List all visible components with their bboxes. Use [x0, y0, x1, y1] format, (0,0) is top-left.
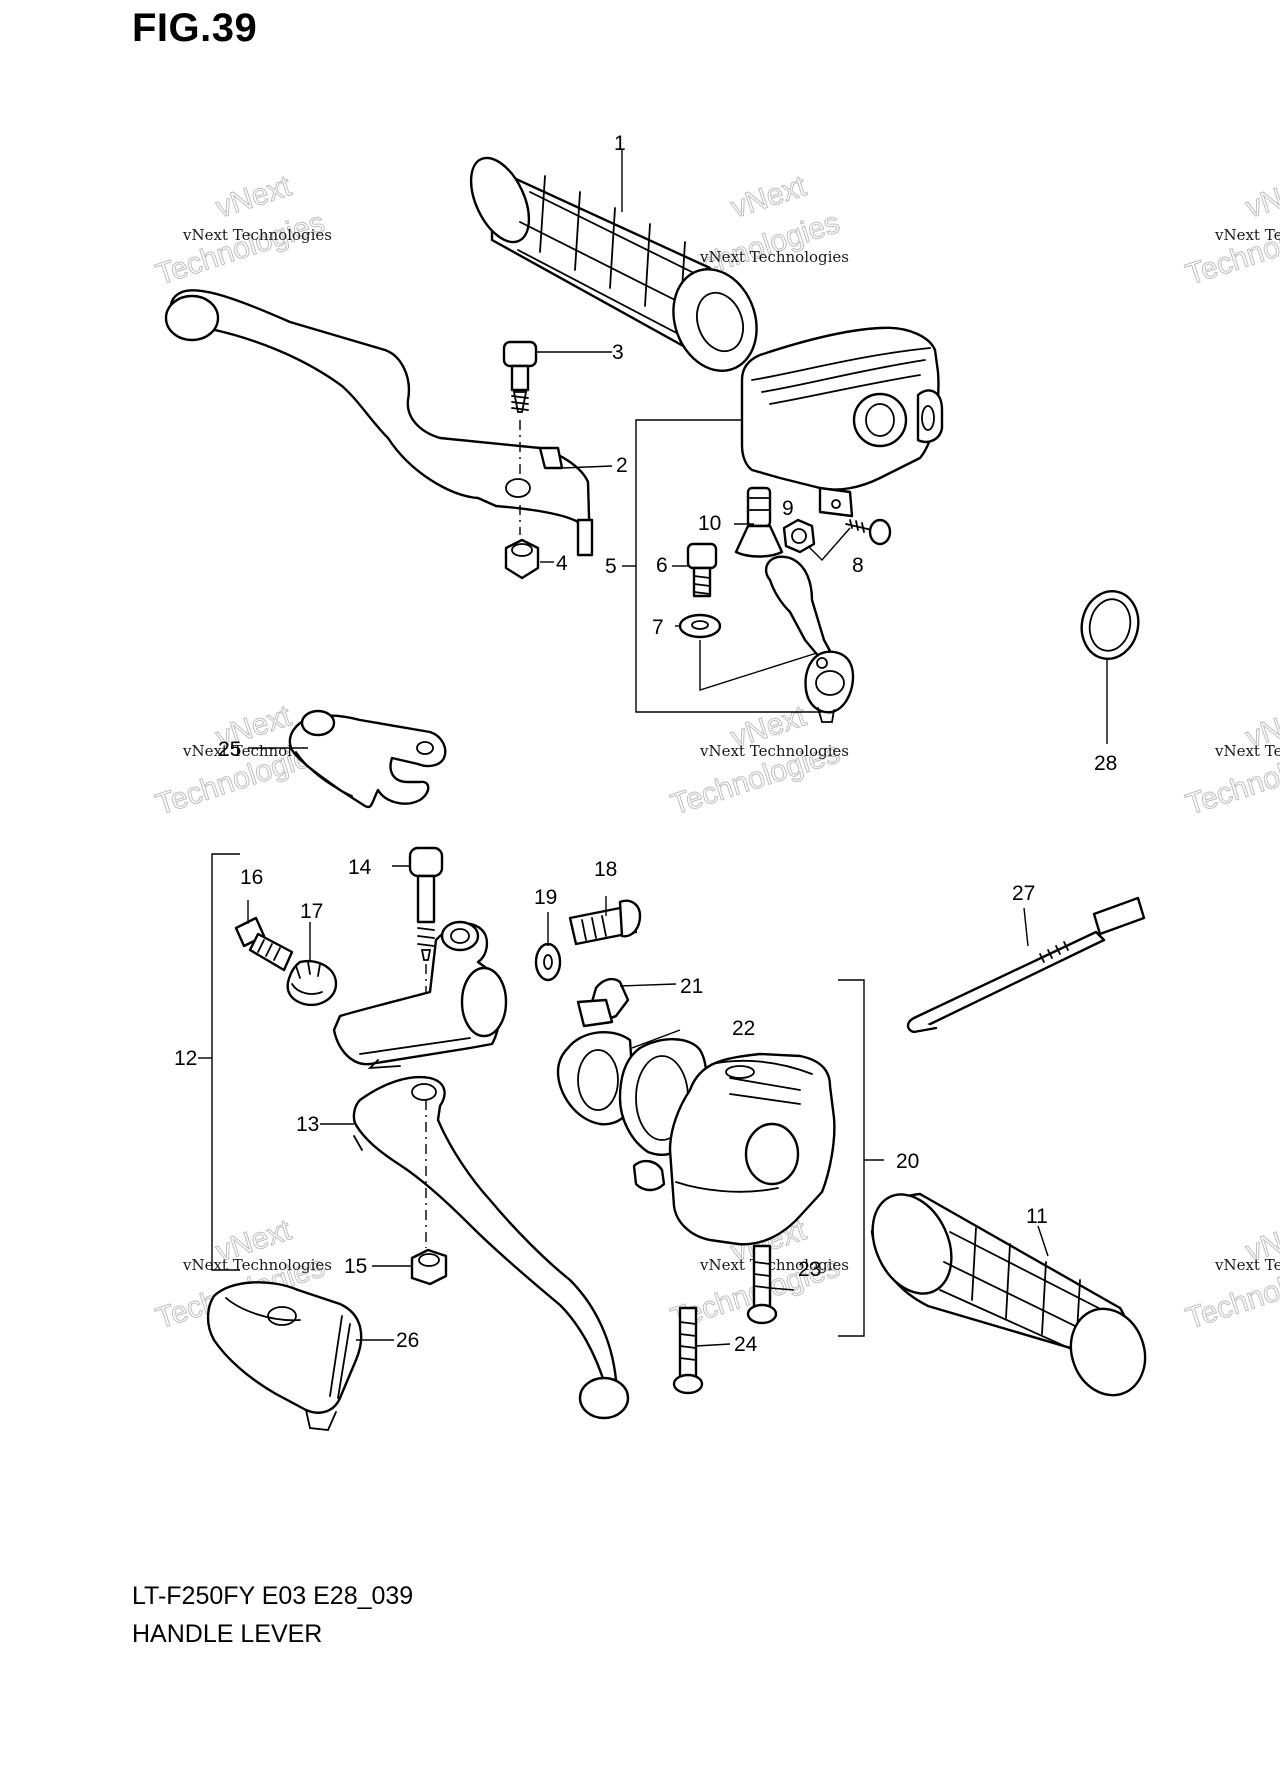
brake-lever-upper	[164, 289, 594, 557]
watermark: vNext Technologies vNext Technologies	[1181, 1213, 1280, 1336]
leader-lines	[247, 150, 1049, 1347]
callout-5: 5	[605, 555, 617, 578]
callout-4: 4	[556, 552, 568, 575]
svg-text:vNext Technologies: vNext Technologies	[699, 742, 849, 760]
pivot-bolt-14	[408, 846, 444, 961]
callout-9: 9	[782, 497, 794, 520]
callout-15: 15	[344, 1255, 367, 1278]
callout-7: 7	[652, 616, 664, 639]
cable-tie-27	[906, 896, 1146, 1034]
figure-title: FIG.39	[132, 6, 258, 50]
left-grip	[870, 1192, 1147, 1397]
nut-15	[410, 1248, 448, 1286]
callout-16: 16	[240, 866, 263, 889]
callout-18: 18	[594, 858, 617, 881]
screw-8	[845, 518, 892, 546]
throttle-lever	[764, 555, 855, 723]
callout-23: 23	[798, 1258, 821, 1281]
svg-text:vNext Technologies: vNext Technologies	[699, 1256, 849, 1274]
callout-8: 8	[852, 554, 864, 577]
callout-6: 6	[656, 554, 668, 577]
o-ring-28	[1080, 590, 1140, 660]
leader-line	[807, 527, 851, 562]
callout-2: 2	[616, 454, 628, 477]
callout-24: 24	[734, 1333, 758, 1356]
screw-10	[734, 486, 784, 558]
callout-3: 3	[612, 341, 624, 364]
clamp-21	[576, 977, 630, 1028]
watermark: vNext Technologies vNext Technologies	[1181, 169, 1280, 292]
callout-1: 1	[614, 132, 626, 155]
clutch-lever	[352, 1075, 630, 1420]
washer-7	[678, 613, 722, 639]
svg-text:Technologies: Technologies	[152, 206, 329, 292]
nut-9	[782, 518, 816, 554]
svg-text:vNext Technologies: vNext Technologies	[1214, 226, 1280, 244]
callout-27: 27	[1012, 882, 1035, 905]
callout-20: 20	[896, 1150, 919, 1173]
lever-bracket	[332, 920, 508, 1070]
svg-text:vNext Technologies: vNext Technologies	[1214, 742, 1280, 760]
parking-lock-25	[288, 709, 447, 809]
group-bracket-20	[838, 979, 865, 1337]
callout-12: 12	[174, 1047, 197, 1070]
svg-text:vNext Technologies: vNext Technologies	[699, 248, 849, 266]
switch-housing	[556, 1031, 836, 1246]
svg-text:vNext Technologies: vNext Technologies	[182, 226, 332, 244]
callout-11: 11	[1026, 1205, 1048, 1228]
diagram-caption: HANDLE LEVER	[132, 1620, 323, 1648]
svg-text:vNext: vNext	[1242, 169, 1280, 224]
watermark: vNext Technologies vNext Technologies	[1181, 699, 1280, 822]
model-code: LT-F250FY E03 E28_039	[132, 1582, 414, 1610]
watermark: vNext Technologies vNext Technologies	[151, 169, 332, 292]
svg-text:vNext: vNext	[212, 169, 296, 224]
adjuster-bolt-16	[234, 916, 294, 972]
lever-cover-26	[206, 1281, 363, 1431]
right-grip	[469, 156, 758, 372]
svg-text:vNext: vNext	[727, 169, 811, 224]
lever-pivot-bolt-3	[502, 340, 538, 413]
callout-numbers: 1 2 3 4 5 6 7 8 9 10 11 12 13 14 15 16 1…	[174, 132, 1117, 1356]
callout-17: 17	[300, 900, 323, 923]
callout-26: 26	[396, 1329, 419, 1352]
group-bracket-12	[211, 853, 240, 1271]
svg-text:vNext Technologies: vNext Technologies	[182, 1256, 332, 1274]
nut-4	[504, 538, 540, 580]
bolt-6	[686, 542, 718, 598]
callout-21: 21	[680, 975, 703, 998]
callout-25: 25	[218, 738, 241, 761]
callout-22: 22	[732, 1017, 755, 1040]
callout-28: 28	[1094, 752, 1117, 775]
washer-19	[534, 942, 562, 982]
screw-23	[746, 1244, 778, 1325]
callout-10: 10	[698, 512, 721, 535]
callout-14: 14	[348, 856, 372, 879]
throttle-case	[740, 326, 944, 518]
bolt-18	[568, 899, 642, 946]
adjuster-nut-17	[286, 959, 338, 1007]
svg-text:vNext Technologies: vNext Technologies	[1214, 1256, 1280, 1274]
leader-line	[699, 640, 821, 691]
screw-24	[672, 1306, 704, 1395]
callout-13: 13	[296, 1113, 319, 1136]
callout-19: 19	[534, 886, 557, 909]
